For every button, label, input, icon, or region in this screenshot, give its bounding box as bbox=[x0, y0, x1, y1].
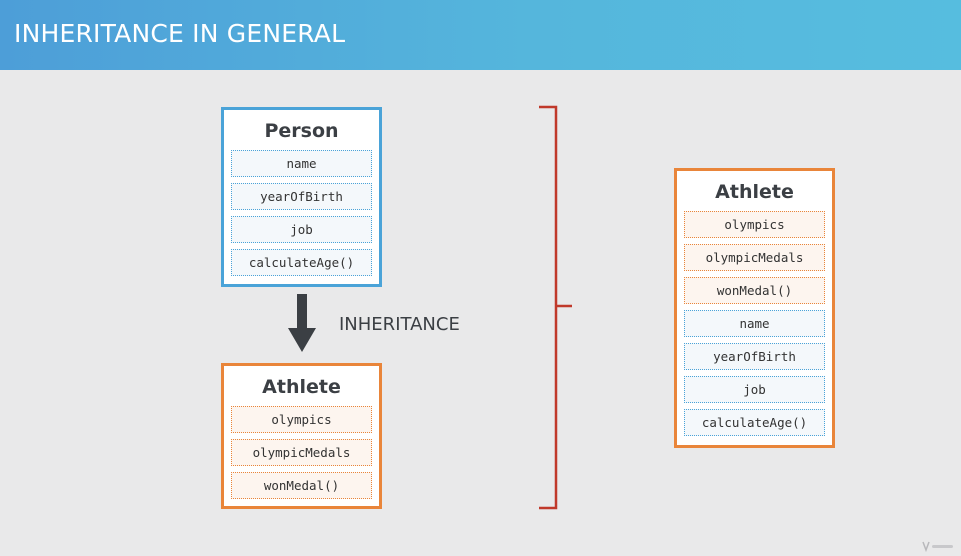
athlete-combined-method-wonmedal: wonMedal() bbox=[684, 277, 825, 304]
person-method-calculateage: calculateAge() bbox=[231, 249, 372, 276]
person-prop-job: job bbox=[231, 216, 372, 243]
athlete-combined-box: Athlete olympics olympicMedals wonMedal(… bbox=[674, 168, 835, 448]
athlete-combined-prop-olympicmedals: olympicMedals bbox=[684, 244, 825, 271]
athlete-combined-prop-olympics: olympics bbox=[684, 211, 825, 238]
person-class-box: Person name yearOfBirth job calculateAge… bbox=[221, 107, 382, 287]
athlete-combined-prop-yearofbirth: yearOfBirth bbox=[684, 343, 825, 370]
inheritance-arrow-icon bbox=[288, 294, 316, 352]
athlete-combined-title: Athlete bbox=[715, 181, 794, 203]
athlete-method-wonmedal: wonMedal() bbox=[231, 472, 372, 499]
athlete-combined-prop-name: name bbox=[684, 310, 825, 337]
athlete-prop-olympics: olympics bbox=[231, 406, 372, 433]
athlete-combined-prop-job: job bbox=[684, 376, 825, 403]
athlete-combined-method-calculateage: calculateAge() bbox=[684, 409, 825, 436]
person-prop-name: name bbox=[231, 150, 372, 177]
watermark-logo-icon bbox=[922, 541, 953, 552]
athlete-class-box: Athlete olympics olympicMedals wonMedal(… bbox=[221, 363, 382, 509]
page-title: INHERITANCE IN GENERAL bbox=[14, 19, 346, 48]
athlete-class-title: Athlete bbox=[262, 376, 341, 398]
athlete-prop-olympicmedals: olympicMedals bbox=[231, 439, 372, 466]
header-bar: INHERITANCE IN GENERAL bbox=[0, 0, 961, 70]
person-prop-yearofbirth: yearOfBirth bbox=[231, 183, 372, 210]
bracket-shape bbox=[539, 105, 572, 510]
person-class-title: Person bbox=[264, 120, 339, 142]
inheritance-label: INHERITANCE bbox=[339, 314, 460, 335]
